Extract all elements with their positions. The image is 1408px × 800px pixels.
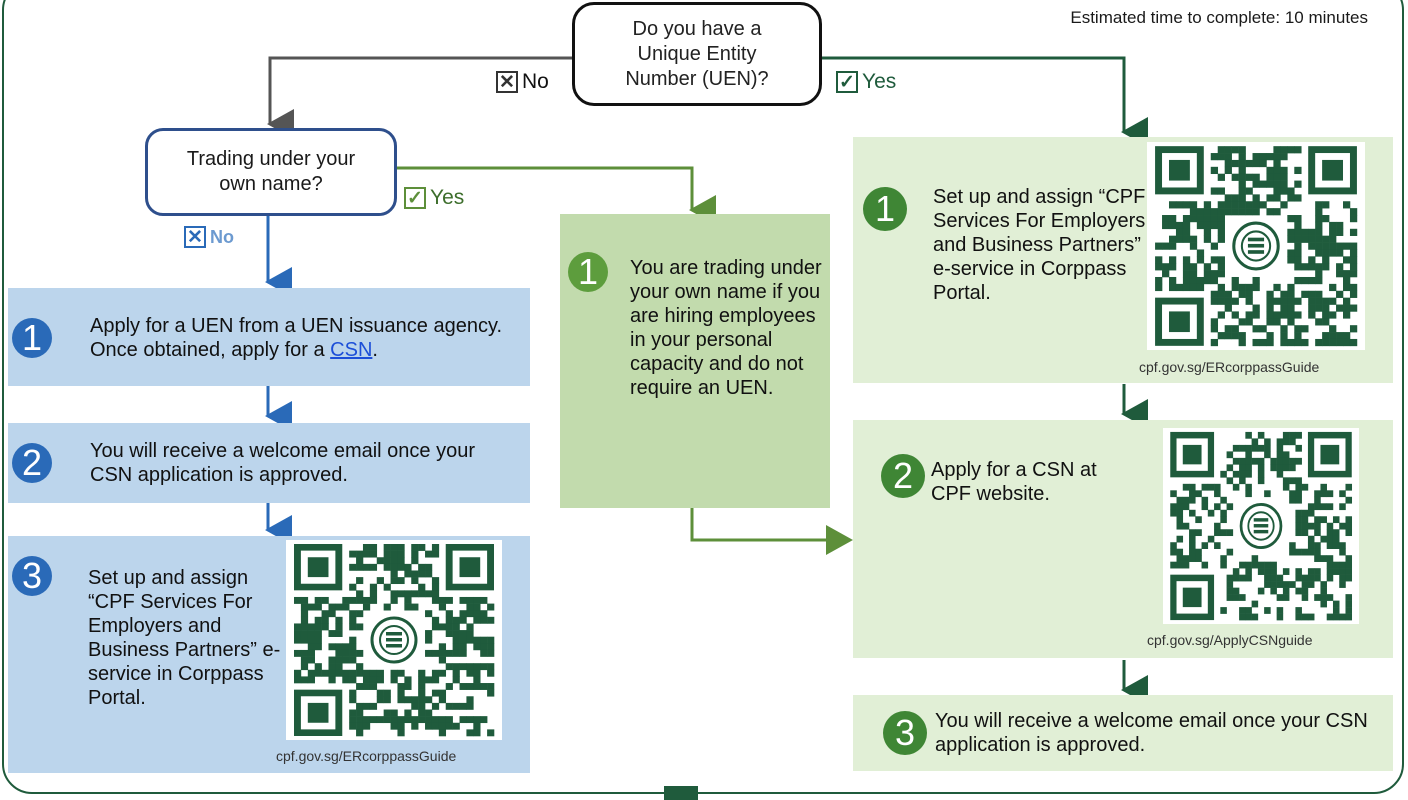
check-box-icon: ✓ — [404, 187, 426, 209]
middle-step-card: 1 You are trading under your own name if… — [560, 214, 830, 508]
step-number-badge: 1 — [863, 187, 907, 231]
qr-code-icon — [294, 544, 495, 737]
step-number-badge: 1 — [12, 317, 52, 358]
uen-no-text: No — [522, 70, 549, 93]
left-step-3-card: 3 Set up and assign “CPF Services For Em… — [8, 536, 530, 773]
trading-yes-label: ✓ Yes — [404, 186, 464, 210]
csn-link[interactable]: CSN — [330, 339, 373, 361]
left-step-1-text-after: . — [372, 339, 378, 361]
x-box-icon: ✕ — [496, 71, 518, 93]
left-step-1-text-before: Apply for a UEN from a UEN issuance agen… — [90, 315, 503, 361]
right-step-2-text: Apply for a CSN at CPF website. — [931, 459, 1097, 505]
check-box-icon: ✓ — [836, 71, 858, 93]
qr-code-icon — [1170, 431, 1353, 621]
right-step-3-card: 3 You will receive a welcome email once … — [853, 695, 1393, 771]
uen-yes-connector — [822, 56, 1148, 147]
step-number-badge: 1 — [568, 251, 608, 292]
qr-code — [1147, 142, 1365, 350]
uen-no-connector — [267, 56, 572, 139]
trading-no-label: ✕ No — [184, 226, 234, 248]
question-trading-box: Trading under your own name? — [145, 128, 397, 216]
middle-to-right-connector — [690, 508, 853, 555]
uen-yes-label: ✓ Yes — [836, 70, 896, 94]
question-trading-line: own name? — [219, 173, 323, 195]
question-uen-box: Do you have a Unique Entity Number (UEN)… — [572, 2, 822, 106]
right-step-1-text: Set up and assign “CPF Services For Empl… — [933, 186, 1146, 304]
frame-tab — [664, 786, 698, 800]
question-uen-line: Do you have a — [632, 17, 762, 40]
step-number-badge: 3 — [12, 555, 52, 596]
middle-step-text: You are trading under your own name if y… — [630, 257, 822, 399]
qr-caption: cpf.gov.sg/ApplyCSNguide — [1147, 632, 1313, 648]
step-number-badge: 2 — [12, 442, 52, 483]
estimated-time: Estimated time to complete: 10 minutes — [1070, 8, 1368, 27]
uen-no-label: ✕ No — [496, 70, 549, 94]
left-step-2-card: 2 You will receive a welcome email once … — [8, 423, 530, 503]
x-box-icon: ✕ — [184, 226, 206, 248]
qr-code — [1163, 428, 1359, 624]
left-step-1-text: Apply for a UEN from a UEN issuance agen… — [90, 314, 520, 362]
trading-no-text: No — [210, 226, 234, 247]
trading-yes-text: Yes — [430, 186, 465, 209]
qr-code-icon — [1155, 146, 1358, 347]
uen-yes-text: Yes — [862, 70, 897, 93]
step-number-badge: 3 — [883, 711, 927, 755]
left-step-1-card: 1 Apply for a UEN from a UEN issuance ag… — [8, 288, 530, 386]
right-step-2-card: 2 Apply for a CSN at CPF website. cpf.go… — [853, 420, 1393, 658]
qr-caption: cpf.gov.sg/ERcorppassGuide — [276, 748, 457, 764]
left-step-3-text: Set up and assign “CPF Services For Empl… — [88, 567, 281, 709]
question-trading-line: Trading under your — [186, 148, 356, 170]
question-uen-line: Unique Entity — [637, 42, 757, 65]
step-number-badge: 2 — [881, 454, 925, 498]
qr-code — [286, 540, 502, 740]
trading-yes-connector — [397, 166, 716, 225]
question-uen-line: Number (UEN)? — [625, 67, 769, 90]
right-step-3-text: You will receive a welcome email once yo… — [935, 710, 1368, 756]
right-step-1-card: 1 Set up and assign “CPF Services For Em… — [853, 137, 1393, 383]
left-step-2-text: You will receive a welcome email once yo… — [90, 440, 475, 486]
qr-caption: cpf.gov.sg/ERcorppassGuide — [1139, 359, 1320, 375]
